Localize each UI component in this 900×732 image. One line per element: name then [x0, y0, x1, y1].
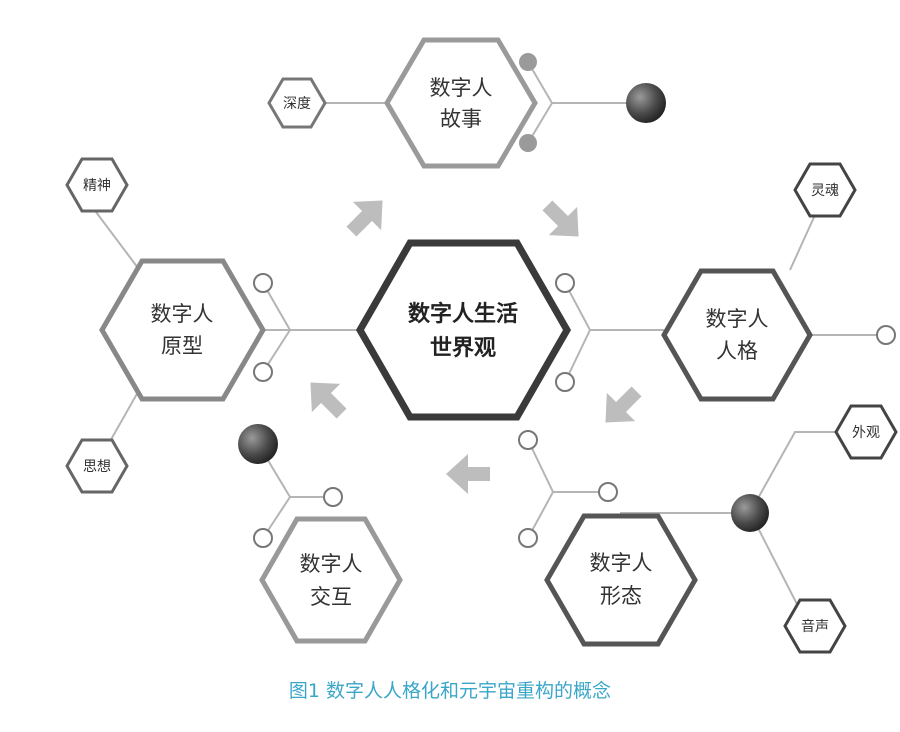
hex-interaction: 数字人 交互	[259, 516, 403, 644]
svg-text:音声: 音声	[801, 618, 829, 635]
svg-text:外观: 外观	[852, 425, 880, 441]
hex-form: 数字人 形态	[544, 513, 698, 647]
tag-spirit: 精神	[65, 157, 129, 213]
hex-story: 数字人 故事	[384, 37, 538, 169]
hex-center: 数字人生活 世界观	[355, 239, 572, 421]
figure-caption: 图1 数字人人格化和元宇宙重构的概念	[288, 680, 612, 702]
arrow-up-right	[346, 200, 383, 237]
gradient-balls	[238, 83, 769, 532]
connector-dots	[253, 53, 896, 548]
svg-text:思想: 思想	[83, 459, 111, 475]
archetype-line1: 数字人	[151, 302, 214, 326]
svg-text:灵魂: 灵魂	[811, 183, 839, 199]
svg-text:精神: 精神	[83, 178, 111, 194]
arrow-down-right	[542, 200, 579, 237]
tag-appearance: 外观	[834, 404, 898, 460]
arrow-up-left	[310, 382, 347, 419]
flow-arrows	[310, 200, 642, 494]
tag-soul: 灵魂	[793, 162, 857, 218]
tag-thought: 思想	[65, 438, 129, 494]
form-line1: 数字人	[590, 551, 653, 575]
story-line1: 数字人	[430, 76, 493, 100]
center-title-line2: 世界观	[430, 336, 496, 361]
hex-personality: 数字人 人格	[661, 268, 813, 402]
arrow-down-left	[605, 386, 642, 423]
connector-lines	[95, 61, 886, 611]
hex-archetype: 数字人 原型	[99, 258, 266, 402]
personality-line1: 数字人	[706, 307, 769, 331]
tag-voice: 音声	[783, 598, 847, 654]
svg-text:深度: 深度	[283, 96, 311, 112]
personality-line2: 人格	[716, 339, 758, 363]
center-title-line1: 数字人生活	[408, 301, 518, 327]
interaction-line2: 交互	[310, 585, 352, 609]
tag-depth: 深度	[267, 77, 327, 129]
arrow-left	[446, 454, 490, 494]
form-line2: 形态	[600, 584, 642, 608]
archetype-line2: 原型	[161, 334, 203, 358]
interaction-line1: 数字人	[300, 552, 363, 576]
story-line2: 故事	[440, 107, 482, 131]
